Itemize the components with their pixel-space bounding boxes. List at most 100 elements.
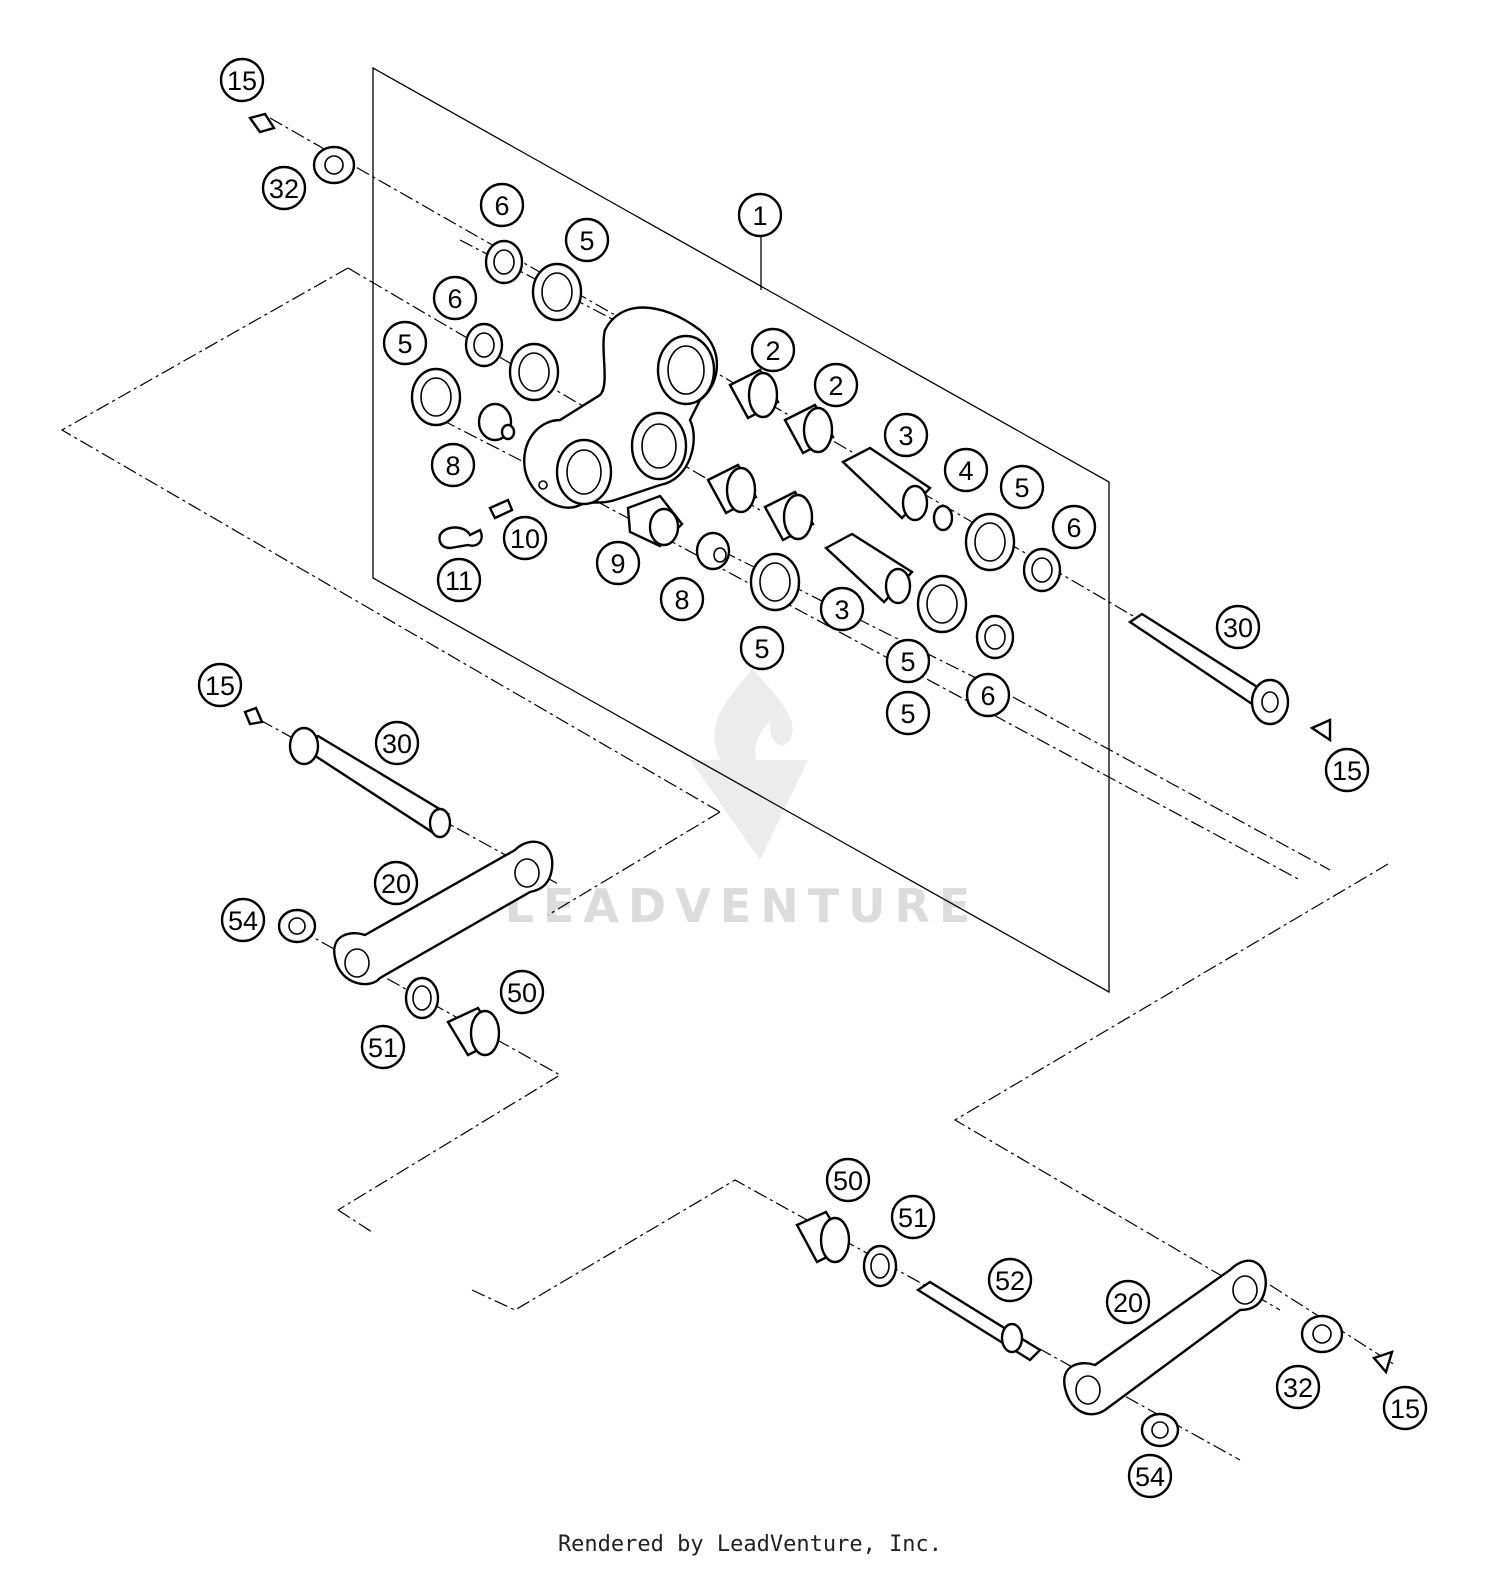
callout-circle <box>197 662 243 708</box>
needle-bearings-group <box>446 368 851 1264</box>
callout-number: 5 <box>579 226 594 256</box>
fasteners-group <box>243 112 1394 1448</box>
callout-5: 5 <box>739 625 785 671</box>
render-credit: Rendered by LeadVenture, Inc. <box>557 1532 943 1557</box>
callout-circle <box>737 192 783 238</box>
callout-number: 30 <box>1223 613 1253 643</box>
callout-number: 6 <box>1066 513 1081 543</box>
callout-6: 6 <box>1051 504 1097 550</box>
callout-number: 15 <box>1390 1394 1420 1424</box>
callout-circle <box>1105 1279 1151 1325</box>
callout-number: 1 <box>752 201 767 231</box>
callout-number: 54 <box>1135 1462 1165 1492</box>
callout-6: 6 <box>965 672 1011 718</box>
callout-circle <box>219 57 265 103</box>
callout-15: 15 <box>219 57 265 103</box>
callout-circle <box>885 638 931 684</box>
callout-9: 9 <box>595 540 641 586</box>
callout-2: 2 <box>750 327 796 373</box>
watermark-text: LEADVENTURE <box>505 879 980 933</box>
small-parts-group <box>438 402 954 571</box>
callout-number: 6 <box>447 284 462 314</box>
callout-circle <box>965 672 1011 718</box>
bearings-group <box>410 262 1016 634</box>
callout-number: 51 <box>368 1033 398 1063</box>
callout-circle <box>479 182 525 228</box>
callout-circle <box>436 557 482 603</box>
callout-32: 32 <box>1275 1364 1321 1410</box>
callout-circle <box>890 1194 936 1240</box>
callout-20: 20 <box>373 860 419 906</box>
callout-number: 52 <box>995 1266 1025 1296</box>
callout-2: 2 <box>813 362 859 408</box>
callout-circle <box>430 442 476 488</box>
callout-circle <box>999 464 1045 510</box>
callout-5: 5 <box>382 320 428 366</box>
callout-number: 20 <box>381 869 411 899</box>
callout-30: 30 <box>1215 604 1261 650</box>
callout-10: 10 <box>502 515 548 561</box>
callout-number: 15 <box>227 66 257 96</box>
callout-number: 5 <box>397 329 412 359</box>
callout-circle <box>220 897 266 943</box>
callout-circle <box>373 860 419 906</box>
callout-number: 3 <box>898 421 913 451</box>
callout-circle <box>1051 504 1097 550</box>
callout-15: 15 <box>197 662 243 708</box>
callout-circle <box>825 1157 871 1203</box>
kit-frame-outline <box>372 66 1110 994</box>
callout-51: 51 <box>890 1194 936 1240</box>
callout-circle <box>499 969 545 1015</box>
callout-5: 5 <box>885 690 931 736</box>
callout-8: 8 <box>659 576 705 622</box>
callout-circle <box>261 165 307 211</box>
callout-circle <box>382 320 428 366</box>
callout-number: 3 <box>834 595 849 625</box>
callout-6: 6 <box>479 182 525 228</box>
callout-number: 6 <box>980 681 995 711</box>
callout-number: 32 <box>269 174 299 204</box>
callout-number: 5 <box>900 699 915 729</box>
callout-number: 32 <box>1283 1373 1313 1403</box>
callout-number: 5 <box>1014 473 1029 503</box>
callout-circle <box>564 217 610 263</box>
callout-number: 11 <box>445 566 473 596</box>
callout-circle <box>739 625 785 671</box>
callout-number: 15 <box>205 671 235 701</box>
callout-circle <box>374 720 420 766</box>
callout-54: 54 <box>1127 1453 1173 1499</box>
callout-50: 50 <box>499 969 545 1015</box>
callout-6: 6 <box>432 275 478 321</box>
callout-number: 8 <box>445 451 460 481</box>
callout-number: 4 <box>958 456 973 486</box>
seals-group <box>464 239 1062 660</box>
callout-circle <box>1324 747 1370 793</box>
rocker-arm <box>523 306 719 509</box>
callout-number: 10 <box>510 524 540 554</box>
callout-number: 2 <box>828 371 843 401</box>
callout-circle <box>943 447 989 493</box>
callout-number: 30 <box>382 729 412 759</box>
callout-11: 11 <box>436 557 482 603</box>
leadventure-watermark: LEADVENTURE <box>505 668 980 933</box>
callout-circle <box>813 362 859 408</box>
callout-51: 51 <box>360 1024 406 1070</box>
callout-circle <box>885 690 931 736</box>
callout-3: 3 <box>819 586 865 632</box>
callout-circle <box>1215 604 1261 650</box>
callout-5: 5 <box>999 464 1045 510</box>
callout-number: 20 <box>1113 1288 1143 1318</box>
callout-number: 6 <box>494 191 509 221</box>
callout-circle <box>750 327 796 373</box>
sleeves-group <box>823 446 932 605</box>
callout-circle <box>595 540 641 586</box>
callout-circle <box>987 1257 1033 1303</box>
callout-circle <box>502 515 548 561</box>
callout-number: 51 <box>898 1203 928 1233</box>
callout-8: 8 <box>430 442 476 488</box>
callout-number: 2 <box>765 336 780 366</box>
callout-number: 50 <box>507 978 537 1008</box>
callout-number: 5 <box>900 647 915 677</box>
callout-30: 30 <box>374 720 420 766</box>
